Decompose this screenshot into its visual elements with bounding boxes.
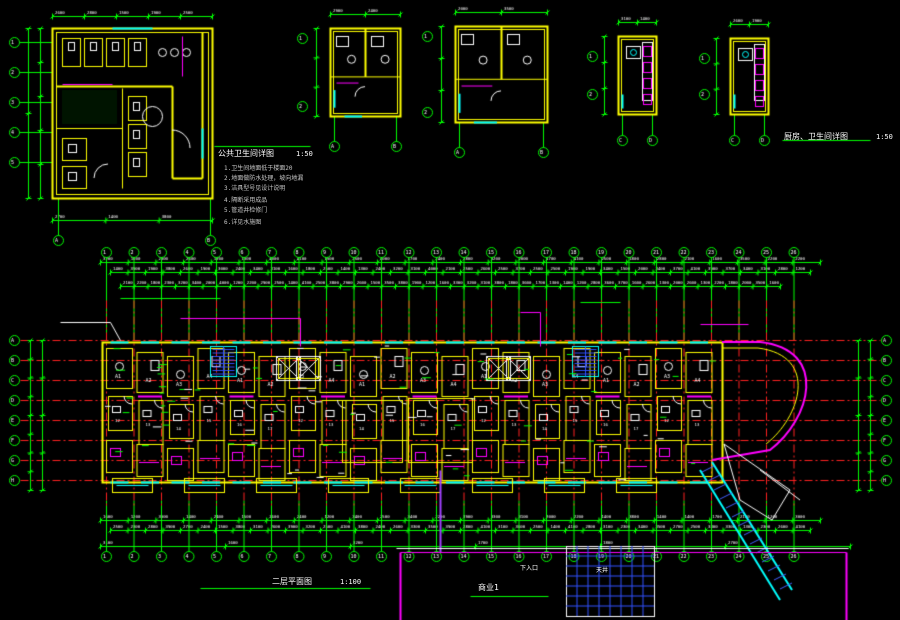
kitchen-bath-detail-scale: 1:50 — [876, 133, 893, 141]
shop-sub-label: 下入口 — [520, 565, 539, 572]
toilet-detail-scale: 1:50 — [296, 150, 313, 158]
second-floor-plan-scale: 1:100 — [340, 578, 362, 586]
kitchen-bath-detail-title: 厨房、卫生间详图 — [784, 132, 848, 141]
note-line: 4.隔断采用成品 — [224, 197, 268, 204]
shop-label: 商业1 — [478, 583, 499, 592]
note-line: 5.管道井检修门 — [224, 207, 268, 214]
toilet-detail-title: 公共卫生间详图 — [218, 149, 274, 158]
note-line: 1.卫生间地面低于楼面20 — [224, 165, 293, 172]
note-line: 3.洁具型号见设计说明 — [224, 185, 286, 192]
note-line: 6.详见水施图 — [224, 219, 262, 226]
second-floor-plan-title: 二层平面图 — [272, 577, 312, 586]
note-line: 2.地面做防水处理，坡向地漏 — [224, 175, 304, 182]
courtyard-label: 天井 — [596, 567, 609, 574]
